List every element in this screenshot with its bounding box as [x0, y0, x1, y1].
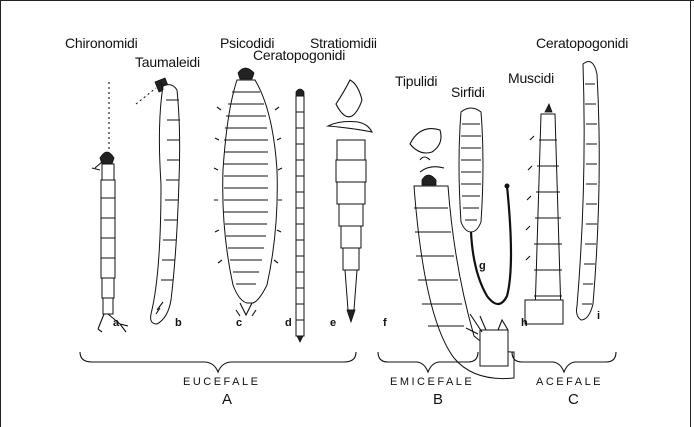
larva-g-sirfidi — [459, 108, 511, 304]
label-chironomidi: Chironomidi — [65, 35, 138, 51]
letter-e: e — [330, 317, 336, 329]
group-acefale-letter: C — [568, 391, 579, 408]
larva-b-taumaleidi — [151, 78, 180, 324]
letter-i: i — [597, 310, 600, 322]
label-taumaleidi: Taumaleidi — [135, 54, 200, 70]
larva-h-muscidi — [525, 104, 563, 324]
brace-eucefale — [80, 352, 356, 372]
letter-a: a — [113, 317, 119, 329]
label-tipulidi: Tipulidi — [395, 73, 437, 89]
label-sirfidi: Sirfidi — [451, 84, 485, 100]
letter-d: d — [285, 317, 292, 329]
larva-d-ceratopogonidi — [296, 89, 304, 342]
larva-a-chironomidi — [92, 152, 128, 332]
letter-h: h — [521, 317, 528, 329]
label-stratiomidii: Stratiomidii — [310, 35, 377, 51]
brace-acefale — [512, 352, 616, 372]
group-emicefale-letter: B — [433, 391, 443, 408]
group-eucefale-name: EUCEFALE — [183, 376, 260, 388]
letter-g: g — [479, 260, 486, 272]
letter-b: b — [175, 317, 182, 329]
larva-i-ceratopogonidi — [577, 62, 600, 320]
label-muscidi: Muscidi — [508, 70, 554, 86]
larva-c-psicodidi — [214, 68, 282, 316]
group-acefale-name: ACEFALE — [536, 376, 603, 388]
group-emicefale-name: EMICEFALE — [390, 376, 474, 388]
leader-taumaleidi — [136, 88, 156, 104]
group-eucefale-letter: A — [222, 391, 232, 408]
letter-f: f — [383, 317, 387, 329]
larva-e-stratiomidii — [328, 80, 372, 322]
label-ceratopogonidi-2: Ceratopogonidi — [536, 35, 628, 51]
letter-c: c — [236, 317, 242, 329]
